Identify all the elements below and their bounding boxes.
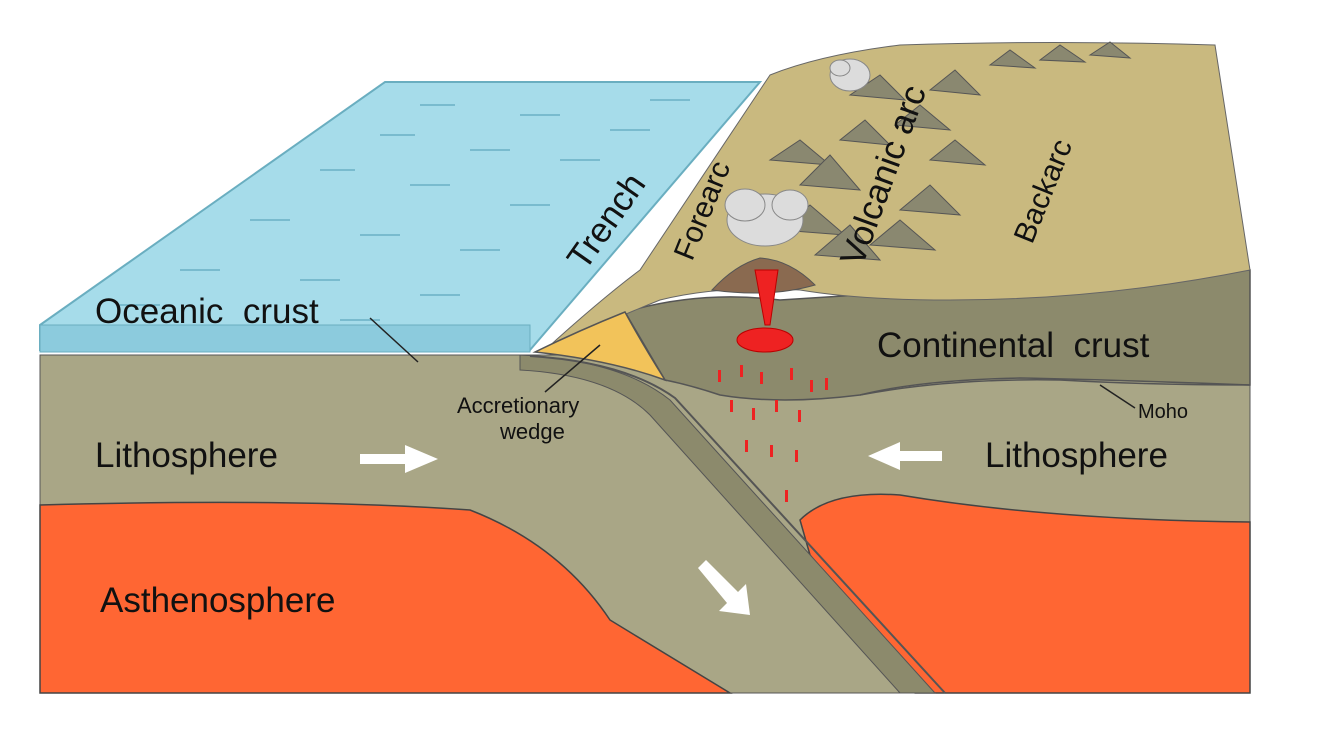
moho-leader <box>1099 384 1136 409</box>
arrow-right-icon <box>360 445 438 473</box>
continental-crust-layer <box>623 269 1251 401</box>
accretionary-wedge <box>532 311 667 382</box>
label-accretionary-wedge-line2: wedge <box>499 419 565 444</box>
oceanic-crust-leader <box>369 317 419 363</box>
slab-top-edge <box>529 355 946 694</box>
moho-line <box>859 379 1251 396</box>
label-moho: Moho <box>1138 401 1188 423</box>
label-oceanic-crust: Oceanic crust <box>95 292 319 331</box>
magma-droplets <box>718 365 828 502</box>
arrow-left-icon <box>868 442 942 470</box>
label-accretionary-wedge-line1: Accretionary <box>457 393 579 418</box>
label-continental-crust: Continental crust <box>877 326 1150 365</box>
asthenosphere-right <box>799 493 1251 694</box>
asthenosphere-left <box>39 501 733 694</box>
accretionary-wedge-leader <box>544 344 601 393</box>
volcano-smoke <box>724 58 871 247</box>
label-asthenosphere: Asthenosphere <box>100 581 335 620</box>
ocean-front-face <box>39 324 531 353</box>
arrow-down-right-icon <box>698 560 750 615</box>
ocean-waves <box>120 99 690 321</box>
label-lithosphere-left: Lithosphere <box>95 436 278 475</box>
magma-conduit <box>736 269 794 353</box>
label-lithosphere-right: Lithosphere <box>985 436 1168 475</box>
